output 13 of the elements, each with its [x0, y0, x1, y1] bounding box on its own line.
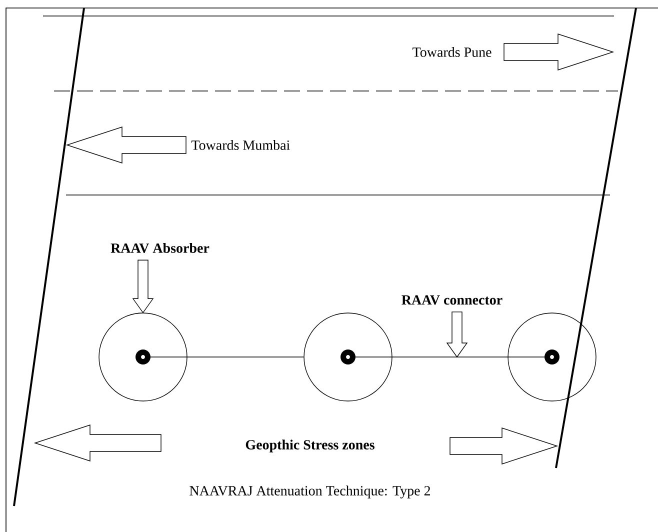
- caption: NAAVRAJ Attenuation Technique: Type 2: [190, 486, 430, 498]
- connector-line: [186, 356, 304, 358]
- connector-line: [392, 356, 508, 358]
- absorber-circle: [304, 312, 393, 402]
- callout-text: RAAV connector: [402, 295, 502, 305]
- absorber-circle: [507, 312, 596, 402]
- road-label: Towards Mumbai: [191, 140, 290, 150]
- pointer-arrow: [132, 260, 154, 314]
- road-label: Towards Pune: [412, 47, 492, 57]
- absorber-circle: [98, 312, 188, 402]
- zone-label: Geopthic Stress zones: [246, 440, 374, 452]
- callout-text: RAAV Absorber: [110, 243, 210, 253]
- pointer-arrow: [446, 312, 468, 358]
